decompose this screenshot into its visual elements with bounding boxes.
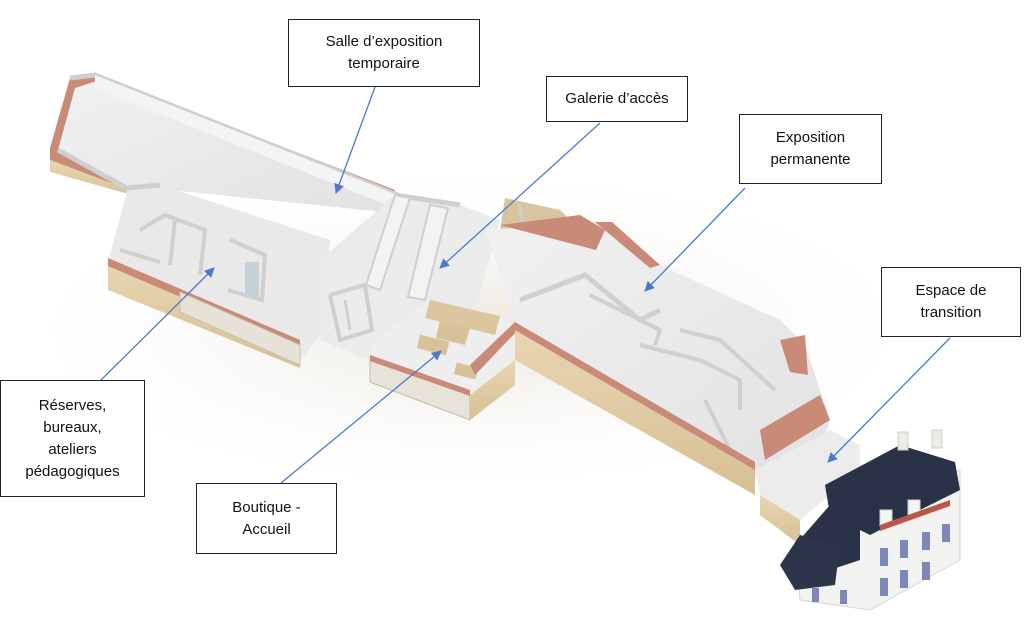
arrow-transition-space bbox=[827, 337, 951, 463]
label-access-gallery-text: Galerie d’accès bbox=[565, 90, 669, 107]
arrow-permanent-exhibition bbox=[644, 187, 746, 292]
label-access-gallery: Galerie d’accès bbox=[546, 76, 688, 122]
arrow-access-gallery bbox=[439, 122, 601, 269]
label-reserves-offices-workshops-text: Réserves, bureaux, ateliers pédagogiques bbox=[25, 396, 120, 480]
label-temporary-exhibition-hall: Salle d’exposition temporaire bbox=[288, 19, 480, 87]
label-transition-space: Espace de transition bbox=[881, 267, 1021, 337]
label-permanent-exhibition: Exposition permanente bbox=[739, 114, 882, 184]
label-reserves-offices-workshops: Réserves, bureaux, ateliers pédagogiques bbox=[0, 380, 145, 497]
historic-house bbox=[780, 429, 961, 611]
west-wing bbox=[50, 72, 401, 212]
label-temporary-exhibition-hall-text: Salle d’exposition temporaire bbox=[325, 33, 443, 72]
arrow-shop-reception bbox=[280, 350, 442, 484]
arrow-reserves bbox=[99, 267, 215, 382]
shop-block bbox=[369, 300, 518, 421]
arrow-temporary-hall bbox=[334, 86, 376, 194]
reserves-block bbox=[108, 182, 330, 368]
label-shop-reception-text: Boutique - Accueil bbox=[232, 498, 301, 538]
east-wing bbox=[485, 215, 860, 545]
label-permanent-exhibition-text: Exposition permanente bbox=[770, 129, 851, 168]
leader-arrows bbox=[99, 86, 951, 484]
label-transition-space-text: Espace de transition bbox=[915, 282, 987, 321]
label-shop-reception: Boutique - Accueil bbox=[196, 483, 337, 554]
